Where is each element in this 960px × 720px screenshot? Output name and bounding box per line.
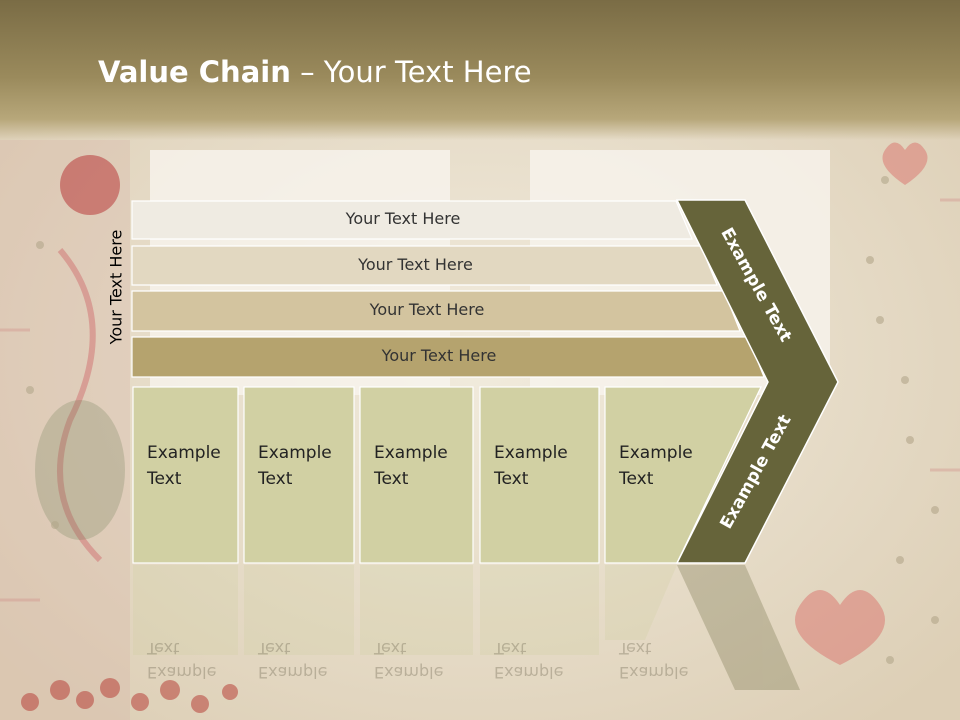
value-row-3 (131, 290, 741, 332)
value-row-label: Your Text Here (369, 300, 485, 319)
side-label-text: Your Text Here (106, 229, 126, 345)
value-row-1 (131, 200, 693, 240)
slide-title: Value Chain – Your Text Here (98, 55, 532, 89)
title-rest: – Your Text Here (290, 55, 532, 89)
value-row-label: Your Text Here (358, 254, 473, 274)
activity-box-3 (359, 386, 474, 564)
margin-chevron (675, 199, 839, 564)
value-row-label: Your Text Here (345, 209, 461, 228)
activity-box-4 (479, 386, 600, 564)
value-row-label: Your Text Here (381, 346, 497, 365)
value-row-2 (131, 245, 718, 286)
activity-box-1 (132, 386, 239, 564)
activity-box-2 (243, 386, 355, 564)
title-bold: Value Chain (98, 55, 291, 89)
title-banner (0, 0, 960, 140)
value-row-4 (131, 336, 765, 378)
